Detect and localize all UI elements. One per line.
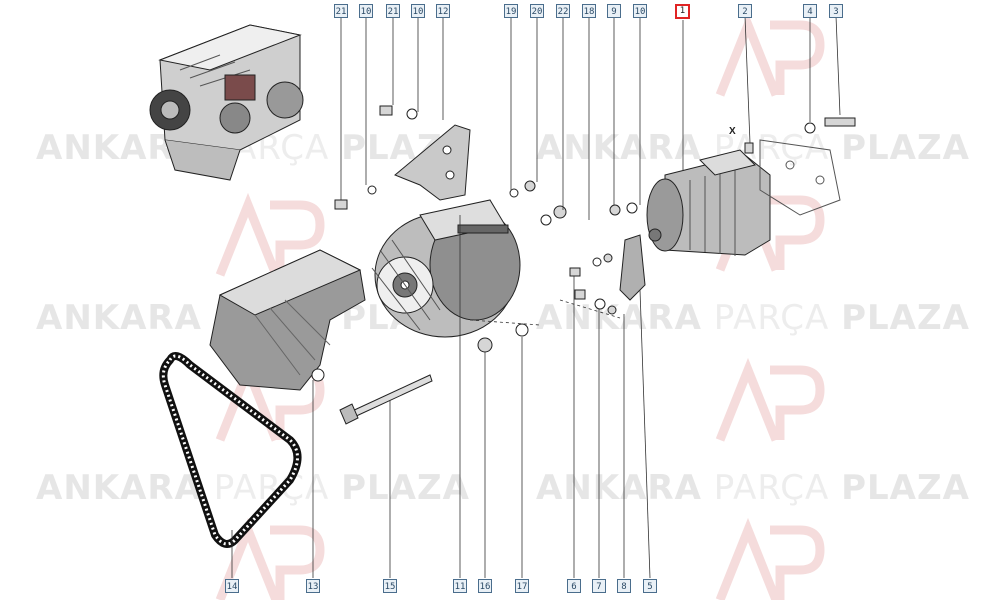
- gasket-plate: [759, 139, 841, 216]
- callout-10[interactable]: 10: [359, 4, 373, 18]
- callout-19[interactable]: 19: [504, 4, 518, 18]
- callout-3[interactable]: 3: [829, 4, 843, 18]
- callout-16[interactable]: 16: [478, 579, 492, 593]
- mounting-bracket: [394, 124, 471, 201]
- callout-14[interactable]: 14: [225, 579, 239, 593]
- callout-5[interactable]: 5: [643, 579, 657, 593]
- drive-belt: [159, 352, 302, 548]
- callout-17[interactable]: 17: [515, 579, 529, 593]
- long-bolt: [339, 374, 433, 425]
- starter-motor: [646, 149, 771, 256]
- callout-10[interactable]: 10: [633, 4, 647, 18]
- callout-10[interactable]: 10: [411, 4, 425, 18]
- callout-11[interactable]: 11: [453, 579, 467, 593]
- callout-4[interactable]: 4: [803, 4, 817, 18]
- callout-2[interactable]: 2: [738, 4, 752, 18]
- callout-7[interactable]: 7: [592, 579, 606, 593]
- callout-18[interactable]: 18: [582, 4, 596, 18]
- callout-1-highlighted[interactable]: 1: [675, 4, 690, 19]
- leader-lines: [231, 15, 841, 579]
- callout-8[interactable]: 8: [617, 579, 631, 593]
- fasteners: [334, 105, 856, 353]
- callout-12[interactable]: 12: [436, 4, 450, 18]
- callout-9[interactable]: 9: [607, 4, 621, 18]
- callout-21[interactable]: 21: [334, 4, 348, 18]
- alternator: [371, 199, 521, 338]
- callout-15[interactable]: 15: [383, 579, 397, 593]
- callout-21[interactable]: 21: [386, 4, 400, 18]
- engine-illustration: [149, 24, 304, 181]
- reference-marker-x: X: [729, 126, 736, 137]
- callout-6[interactable]: 6: [567, 579, 581, 593]
- callout-13[interactable]: 13: [306, 579, 320, 593]
- starter-bracket: [619, 234, 646, 301]
- callout-22[interactable]: 22: [556, 4, 570, 18]
- callout-20[interactable]: 20: [530, 4, 544, 18]
- belt-guard: [209, 249, 366, 391]
